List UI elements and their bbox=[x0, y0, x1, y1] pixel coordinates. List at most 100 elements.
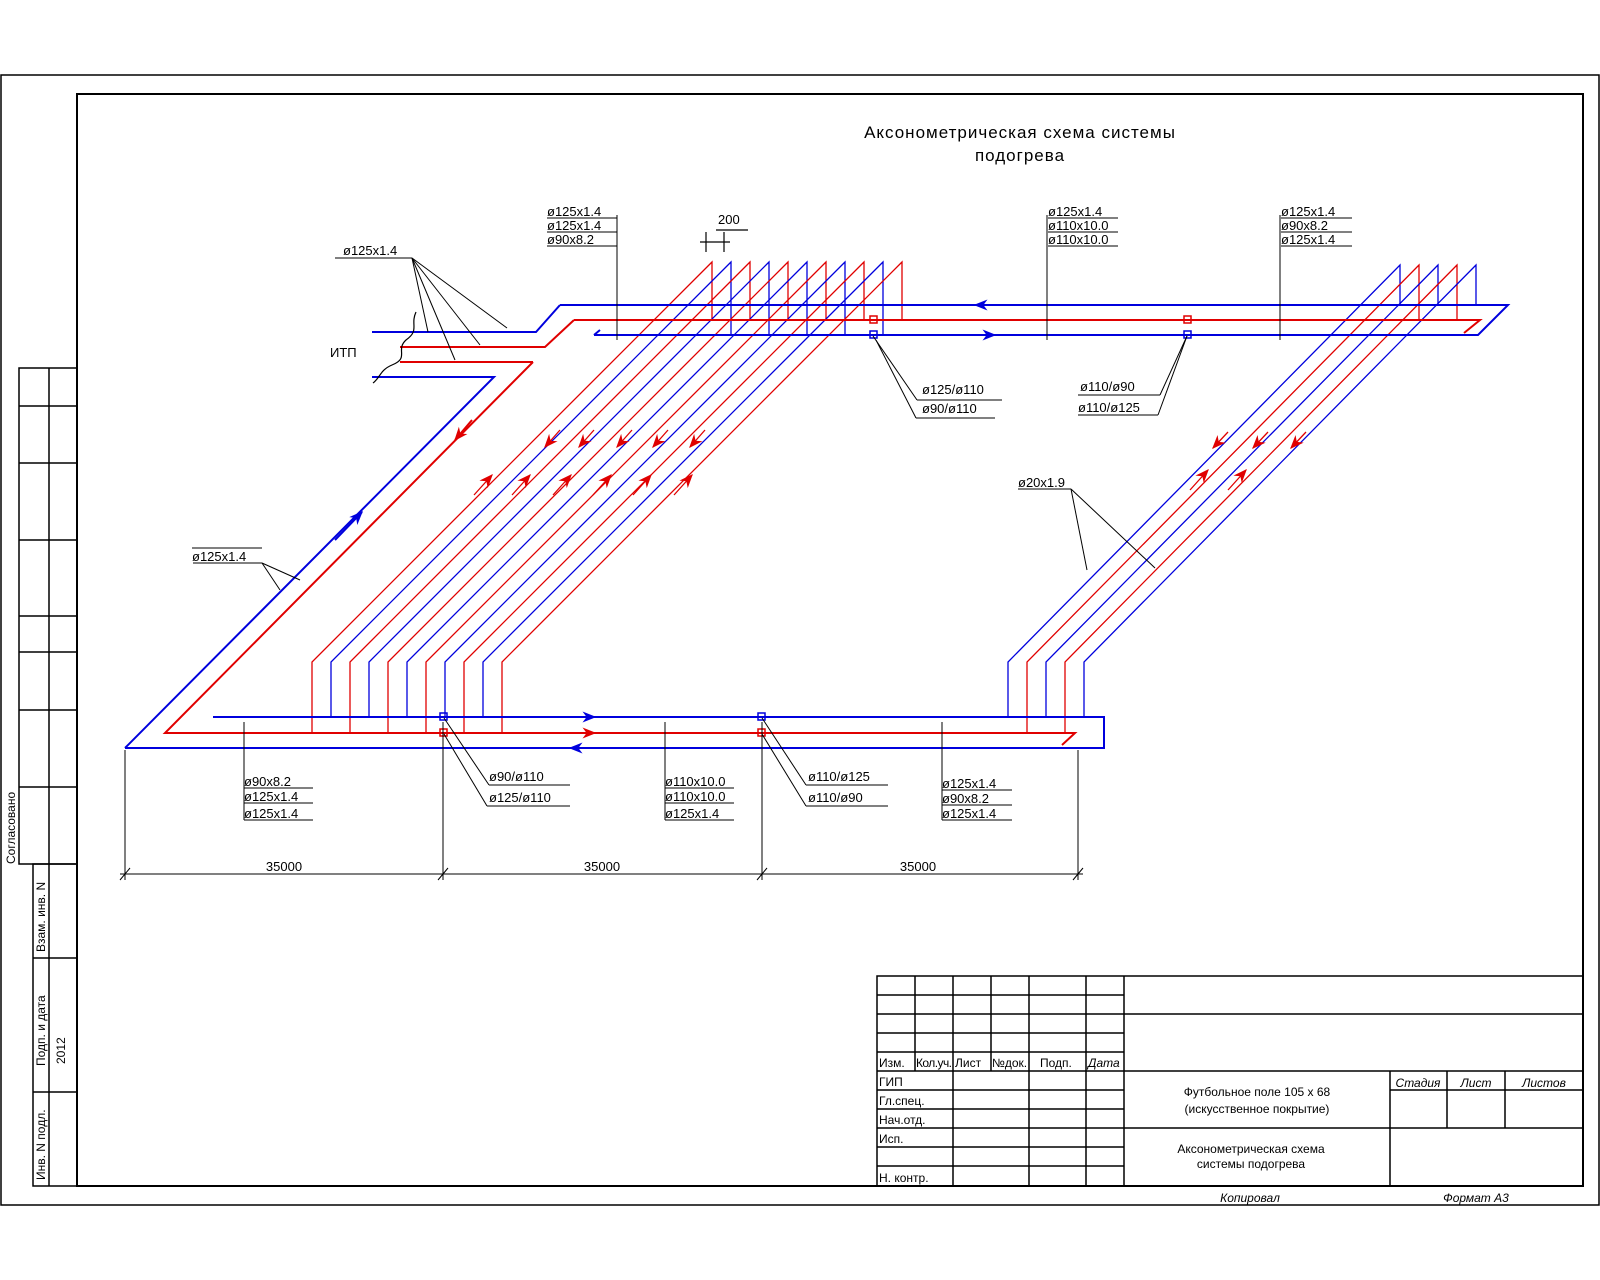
callout-top-right-2: ø90x8.2 bbox=[1281, 218, 1328, 233]
tb-col-list: Лист bbox=[955, 1056, 982, 1070]
callout-bottom-reducer-2b: ø110/ø90 bbox=[808, 790, 863, 805]
callout-bottom-reducer-1b: ø125/ø110 bbox=[489, 790, 551, 805]
dimension-2: 35000 bbox=[584, 859, 620, 874]
loop-tube-left bbox=[368, 260, 770, 717]
loop-arrow-down bbox=[578, 429, 595, 449]
callout-top-left-1: ø125x1.4 bbox=[547, 204, 601, 219]
loops-left bbox=[311, 260, 903, 733]
supply-main-diag bbox=[400, 319, 575, 348]
callout-left-pipe: ø125x1.4 bbox=[192, 549, 246, 564]
callout-loops: ø20x1.9 bbox=[1018, 475, 1065, 490]
footer-copied: Копировал bbox=[1220, 1191, 1280, 1205]
callout-bottom-reducer-2a: ø110/ø125 bbox=[808, 769, 870, 784]
callout-bottom-mid-1: ø110x10.0 bbox=[665, 774, 725, 789]
callout-top-mid-2: ø110x10.0 bbox=[1048, 218, 1108, 233]
callout-bottom-right-3: ø125x1.4 bbox=[942, 806, 996, 821]
loop-tube-right bbox=[1045, 263, 1439, 717]
callout-top-right-1: ø125x1.4 bbox=[1281, 204, 1335, 219]
loop-tube-left bbox=[425, 260, 827, 733]
loop-tube-left bbox=[501, 260, 903, 733]
callout-top-reducer-2b: ø110/ø125 bbox=[1078, 400, 1140, 415]
loop-arrow-down bbox=[689, 429, 706, 449]
loop-arrow-down bbox=[1212, 431, 1229, 450]
return-main-diag-top bbox=[372, 304, 561, 333]
loop-tube-left bbox=[330, 260, 732, 717]
tb-role-isp: Исп. bbox=[879, 1132, 903, 1146]
tb-project-2: (искусственное покрытие) bbox=[1185, 1102, 1330, 1116]
loop-arrow-up bbox=[592, 473, 612, 496]
drawing-title-line2: подогрева bbox=[975, 146, 1065, 165]
tb-col-data: Дата bbox=[1086, 1056, 1120, 1070]
drawing-title-line1: Аксонометрическая схема системы bbox=[864, 123, 1176, 142]
arrow-left-blue bbox=[334, 510, 363, 541]
callout-top-reducer-2a: ø110/ø90 bbox=[1080, 379, 1135, 394]
itp-label: ИТП bbox=[330, 345, 357, 360]
tb-role-glspec: Гл.спец. bbox=[879, 1094, 925, 1108]
loop-arrow-up bbox=[632, 473, 652, 496]
loop-tube-right bbox=[1026, 263, 1420, 733]
dimension-3: 35000 bbox=[900, 859, 936, 874]
callout-top-mid-1: ø125x1.4 bbox=[1048, 204, 1102, 219]
loop-arrow-up bbox=[473, 473, 493, 496]
tb-role-nkontr: Н. контр. bbox=[879, 1171, 929, 1185]
callout-bottom-left-2: ø125x1.4 bbox=[244, 789, 298, 804]
itp-break-line bbox=[372, 311, 417, 384]
tb-stage: Стадия bbox=[1396, 1076, 1442, 1090]
loop-tube-right bbox=[1064, 263, 1458, 733]
loop-tube-left bbox=[311, 260, 713, 733]
stamp-sign-date: Подп. и дата bbox=[34, 995, 48, 1066]
callout-top-reducer-1b: ø90/ø110 bbox=[922, 401, 977, 416]
loop-tube-left bbox=[444, 260, 846, 717]
spacing-label: 200 bbox=[718, 212, 740, 227]
supply-main-left bbox=[162, 361, 1078, 746]
return-main-diag bbox=[124, 376, 497, 749]
callout-top-left-3: ø90x8.2 bbox=[547, 232, 594, 247]
loop-arrow-up bbox=[511, 473, 531, 496]
loop-arrow-down bbox=[1252, 431, 1269, 450]
return-main-inner bbox=[158, 717, 208, 733]
dimension-chain bbox=[119, 722, 1084, 881]
tb-col-koluch: Кол.уч. bbox=[916, 1056, 952, 1070]
tb-sheets: Листов bbox=[1521, 1076, 1566, 1090]
arrow-left-red bbox=[454, 419, 473, 442]
tb-project-1: Футбольное поле 105 x 68 bbox=[1184, 1085, 1331, 1099]
loop-tube-left bbox=[463, 260, 865, 733]
callout-top-right-3: ø125x1.4 bbox=[1281, 232, 1335, 247]
callout-itp-pipe: ø125x1.4 bbox=[343, 243, 397, 258]
callout-top-mid-3: ø110x10.0 bbox=[1048, 232, 1108, 247]
loop-arrow-up bbox=[1227, 468, 1247, 491]
title-block bbox=[876, 975, 1584, 1187]
callout-bottom-mid-2: ø110x10.0 bbox=[665, 789, 725, 804]
callout-bottom-right-1: ø125x1.4 bbox=[942, 776, 996, 791]
callout-bottom-mid-3: ø125x1.4 bbox=[665, 806, 719, 821]
supply-main-top bbox=[574, 319, 1483, 334]
tb-sheet-title-1: Аксонометрическая схема bbox=[1177, 1142, 1325, 1156]
callout-bottom-reducer-1a: ø90/ø110 bbox=[489, 769, 544, 784]
loop-arrow-down bbox=[652, 429, 669, 449]
spacing-dimension bbox=[700, 229, 748, 252]
loop-arrow-down bbox=[616, 429, 633, 449]
callout-top-reducer-1a: ø125/ø110 bbox=[922, 382, 984, 397]
tb-role-nachotd: Нач.отд. bbox=[879, 1113, 926, 1127]
tb-col-podp: Подп. bbox=[1040, 1056, 1072, 1070]
loop-arrow-up bbox=[1189, 468, 1209, 491]
callout-leaders bbox=[192, 215, 1352, 821]
loop-tube-right bbox=[1083, 263, 1477, 717]
inner-frame bbox=[76, 93, 1584, 1187]
loop-tube-left bbox=[387, 260, 789, 733]
callout-bottom-left-1: ø90x8.2 bbox=[244, 774, 291, 789]
callout-top-left-2: ø125x1.4 bbox=[547, 218, 601, 233]
dimension-1: 35000 bbox=[266, 859, 302, 874]
loop-tube-right bbox=[1007, 263, 1401, 717]
loop-tube-left bbox=[349, 260, 751, 733]
supply-inner-top bbox=[593, 329, 601, 336]
callout-bottom-right-2: ø90x8.2 bbox=[942, 791, 989, 806]
stamp-agreed: Согласовано bbox=[4, 792, 18, 864]
callout-bottom-left-3: ø125x1.4 bbox=[244, 806, 298, 821]
loop-arrow-down bbox=[544, 429, 561, 449]
stamp-inv-orig: Инв. N подл. bbox=[34, 1109, 48, 1180]
tb-sheet: Лист bbox=[1460, 1076, 1492, 1090]
stamp-year: 2012 bbox=[54, 1037, 68, 1064]
loop-arrow-up bbox=[673, 473, 693, 496]
